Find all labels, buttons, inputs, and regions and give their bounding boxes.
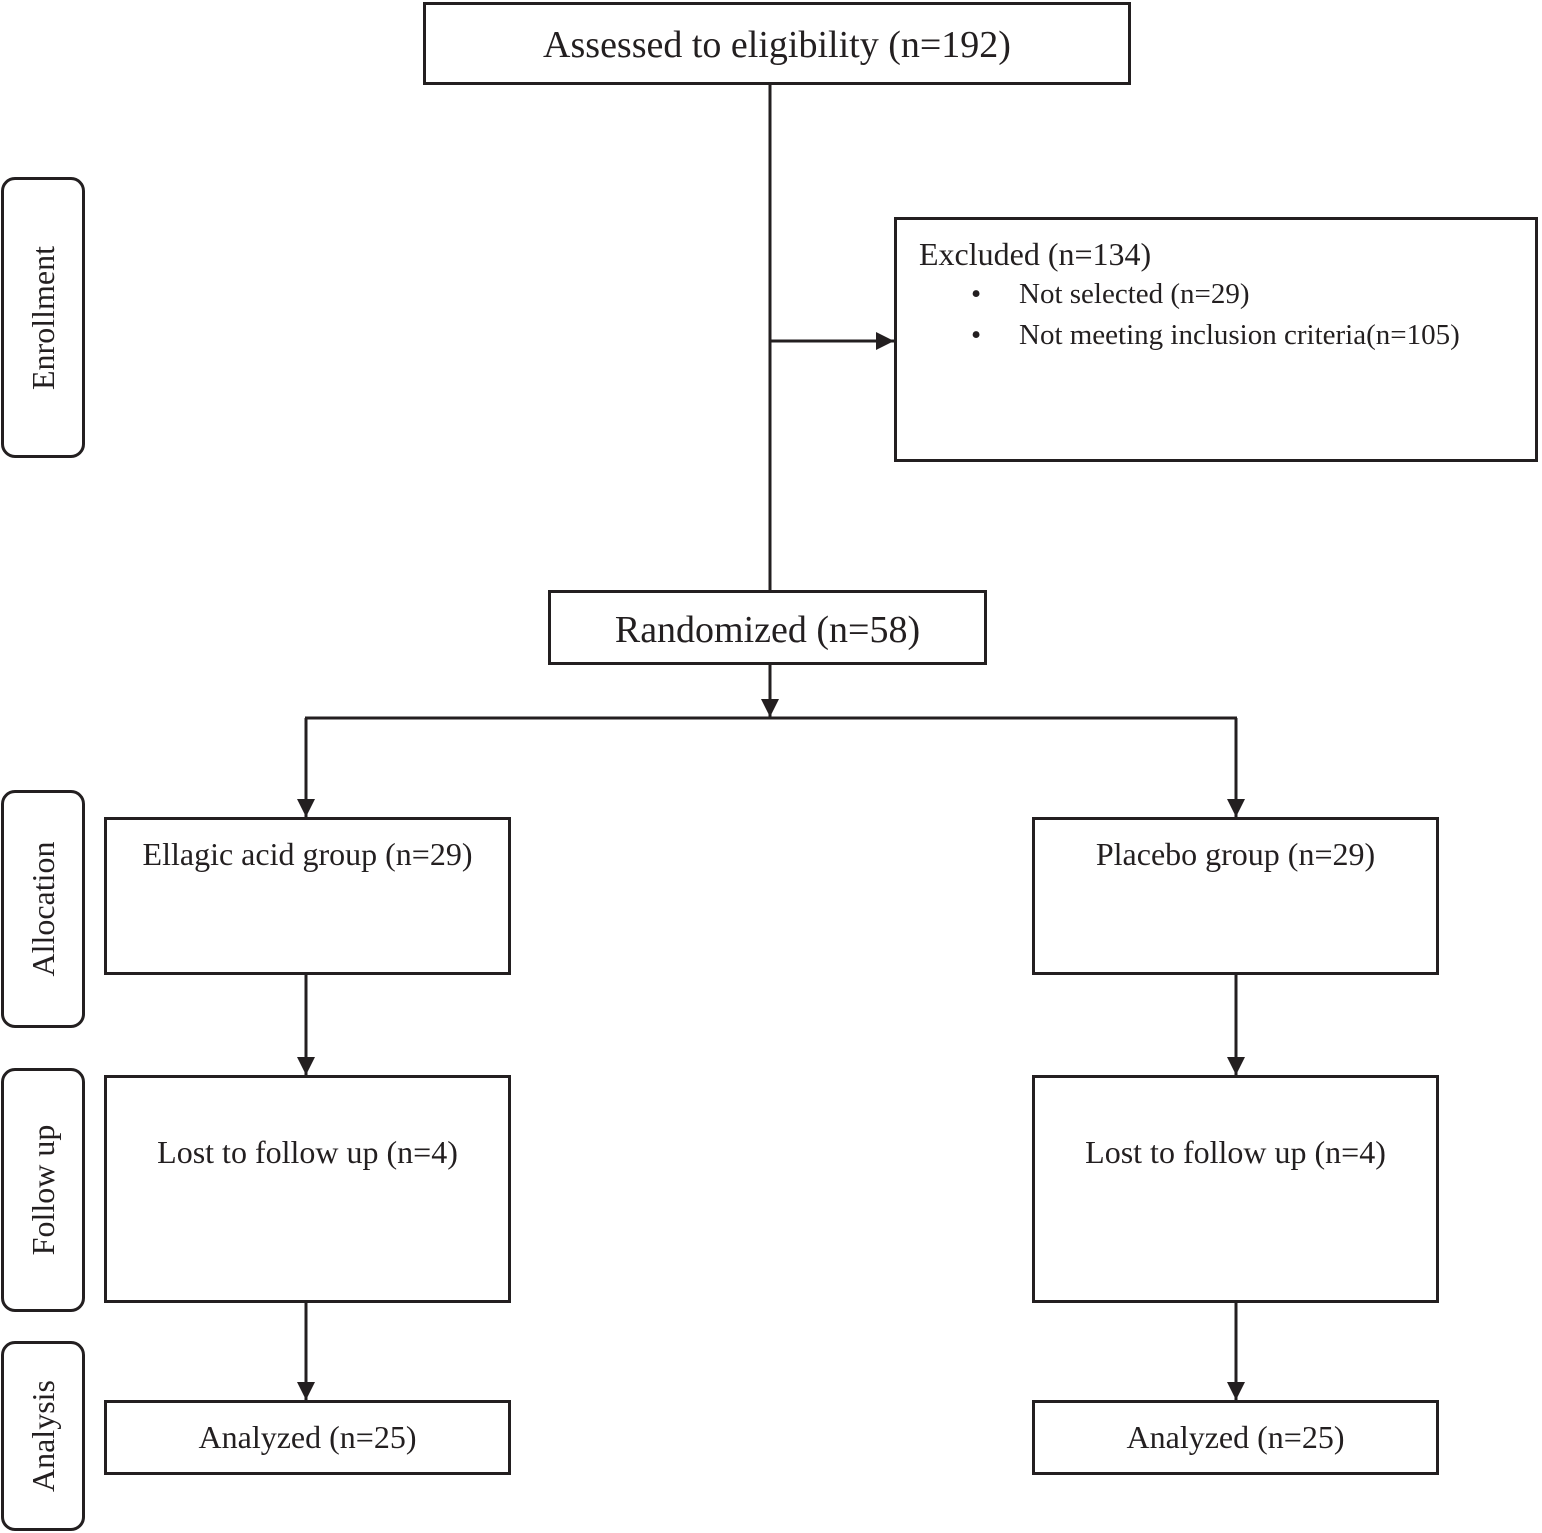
- assessed-label: Assessed to eligibility (n=192): [543, 24, 1011, 66]
- stage-enrollment-label: Enrollment: [25, 245, 61, 390]
- excluded-title: Excluded (n=134): [919, 236, 1152, 272]
- stage-analysis: Analysis: [1, 1341, 85, 1531]
- stage-analysis-label: Analysis: [25, 1380, 61, 1492]
- ellagic-analysis-box: Analyzed (n=25): [104, 1400, 511, 1475]
- placebo-follow-up-label: Lost to follow up (n=4): [1085, 1134, 1386, 1170]
- ellagic-allocation-label: Ellagic acid group (n=29): [142, 836, 473, 872]
- placebo-follow-up-box: Lost to follow up (n=4): [1032, 1075, 1439, 1303]
- stage-follow-up-label: Follow up: [25, 1124, 61, 1256]
- excluded-reason-label: Not selected (n=29): [1019, 278, 1250, 310]
- excluded-reason-label: Not meeting inclusion criteria(n=105): [1019, 319, 1460, 351]
- stage-follow-up: Follow up: [1, 1068, 85, 1312]
- stage-allocation: Allocation: [1, 790, 85, 1028]
- ellagic-analysis-label: Analyzed (n=25): [198, 1419, 417, 1455]
- stage-enrollment: Enrollment: [1, 177, 85, 458]
- assessed-box: Assessed to eligibility (n=192): [423, 2, 1131, 85]
- bullet-icon: •: [971, 278, 982, 310]
- randomized-label: Randomized (n=58): [614, 609, 921, 651]
- excluded-box: Excluded (n=134) • Not selected (n=29) •…: [894, 217, 1538, 462]
- placebo-allocation-box: Placebo group (n=29): [1032, 817, 1439, 975]
- placebo-analysis-label: Analyzed (n=25): [1126, 1419, 1345, 1455]
- ellagic-follow-up-box: Lost to follow up (n=4): [104, 1075, 511, 1303]
- randomized-box: Randomized (n=58): [548, 590, 987, 665]
- ellagic-follow-up-label: Lost to follow up (n=4): [157, 1134, 458, 1170]
- placebo-allocation-label: Placebo group (n=29): [1095, 836, 1376, 872]
- bullet-icon: •: [971, 319, 982, 351]
- ellagic-allocation-box: Ellagic acid group (n=29): [104, 817, 511, 975]
- stage-allocation-label: Allocation: [25, 841, 61, 977]
- placebo-analysis-box: Analyzed (n=25): [1032, 1400, 1439, 1475]
